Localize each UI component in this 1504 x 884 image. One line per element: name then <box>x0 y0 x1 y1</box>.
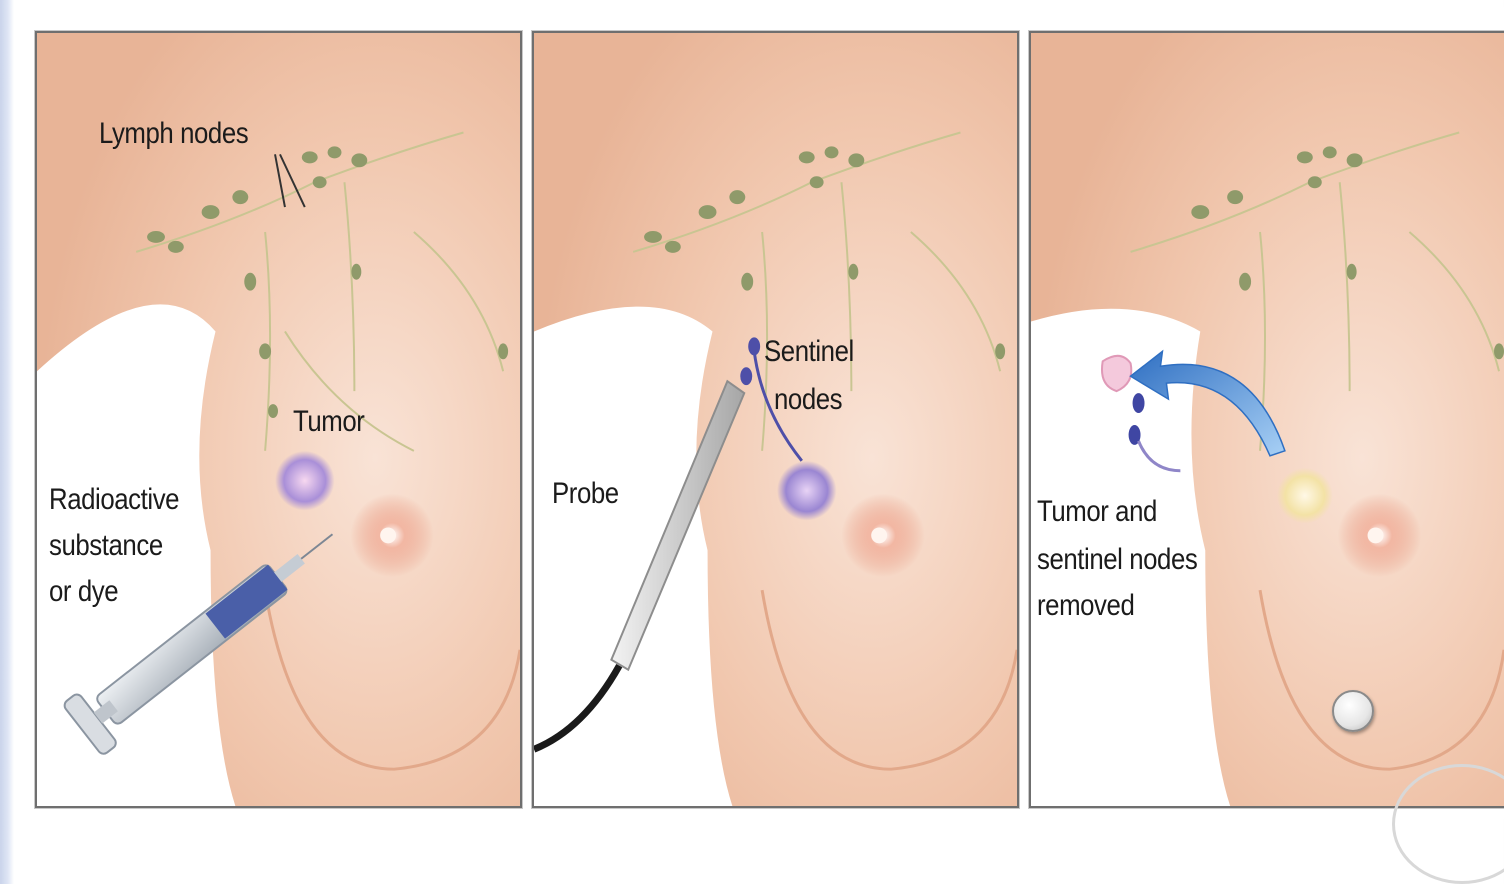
sentinel-nodes-label-line2: nodes <box>774 383 842 417</box>
probe-label: Probe <box>552 477 619 511</box>
sentinel-nodes-label-line1: Sentinel <box>764 335 854 369</box>
injection-label-line3: or dye <box>49 575 118 609</box>
panel-probe: Sentinel nodes Probe <box>532 31 1019 808</box>
removal-illustration <box>1031 33 1504 806</box>
probe-illustration <box>534 33 1017 806</box>
removed-label-line2: sentinel nodes <box>1037 543 1197 577</box>
panel-injection: Lymph nodes Tumor Radioactive substance … <box>35 31 522 808</box>
removed-label-line3: removed <box>1037 589 1134 623</box>
nav-circle-icon[interactable] <box>1332 690 1374 732</box>
lymph-nodes-label: Lymph nodes <box>99 117 248 151</box>
tumor-label: Tumor <box>293 405 364 439</box>
injection-label-line1: Radioactive <box>49 483 179 517</box>
removed-label-line1: Tumor and <box>1037 495 1157 529</box>
panel-removed: Tumor and sentinel nodes removed <box>1029 31 1504 808</box>
injection-label-line2: substance <box>49 529 163 563</box>
slide: Lymph nodes Tumor Radioactive substance … <box>14 3 1504 823</box>
